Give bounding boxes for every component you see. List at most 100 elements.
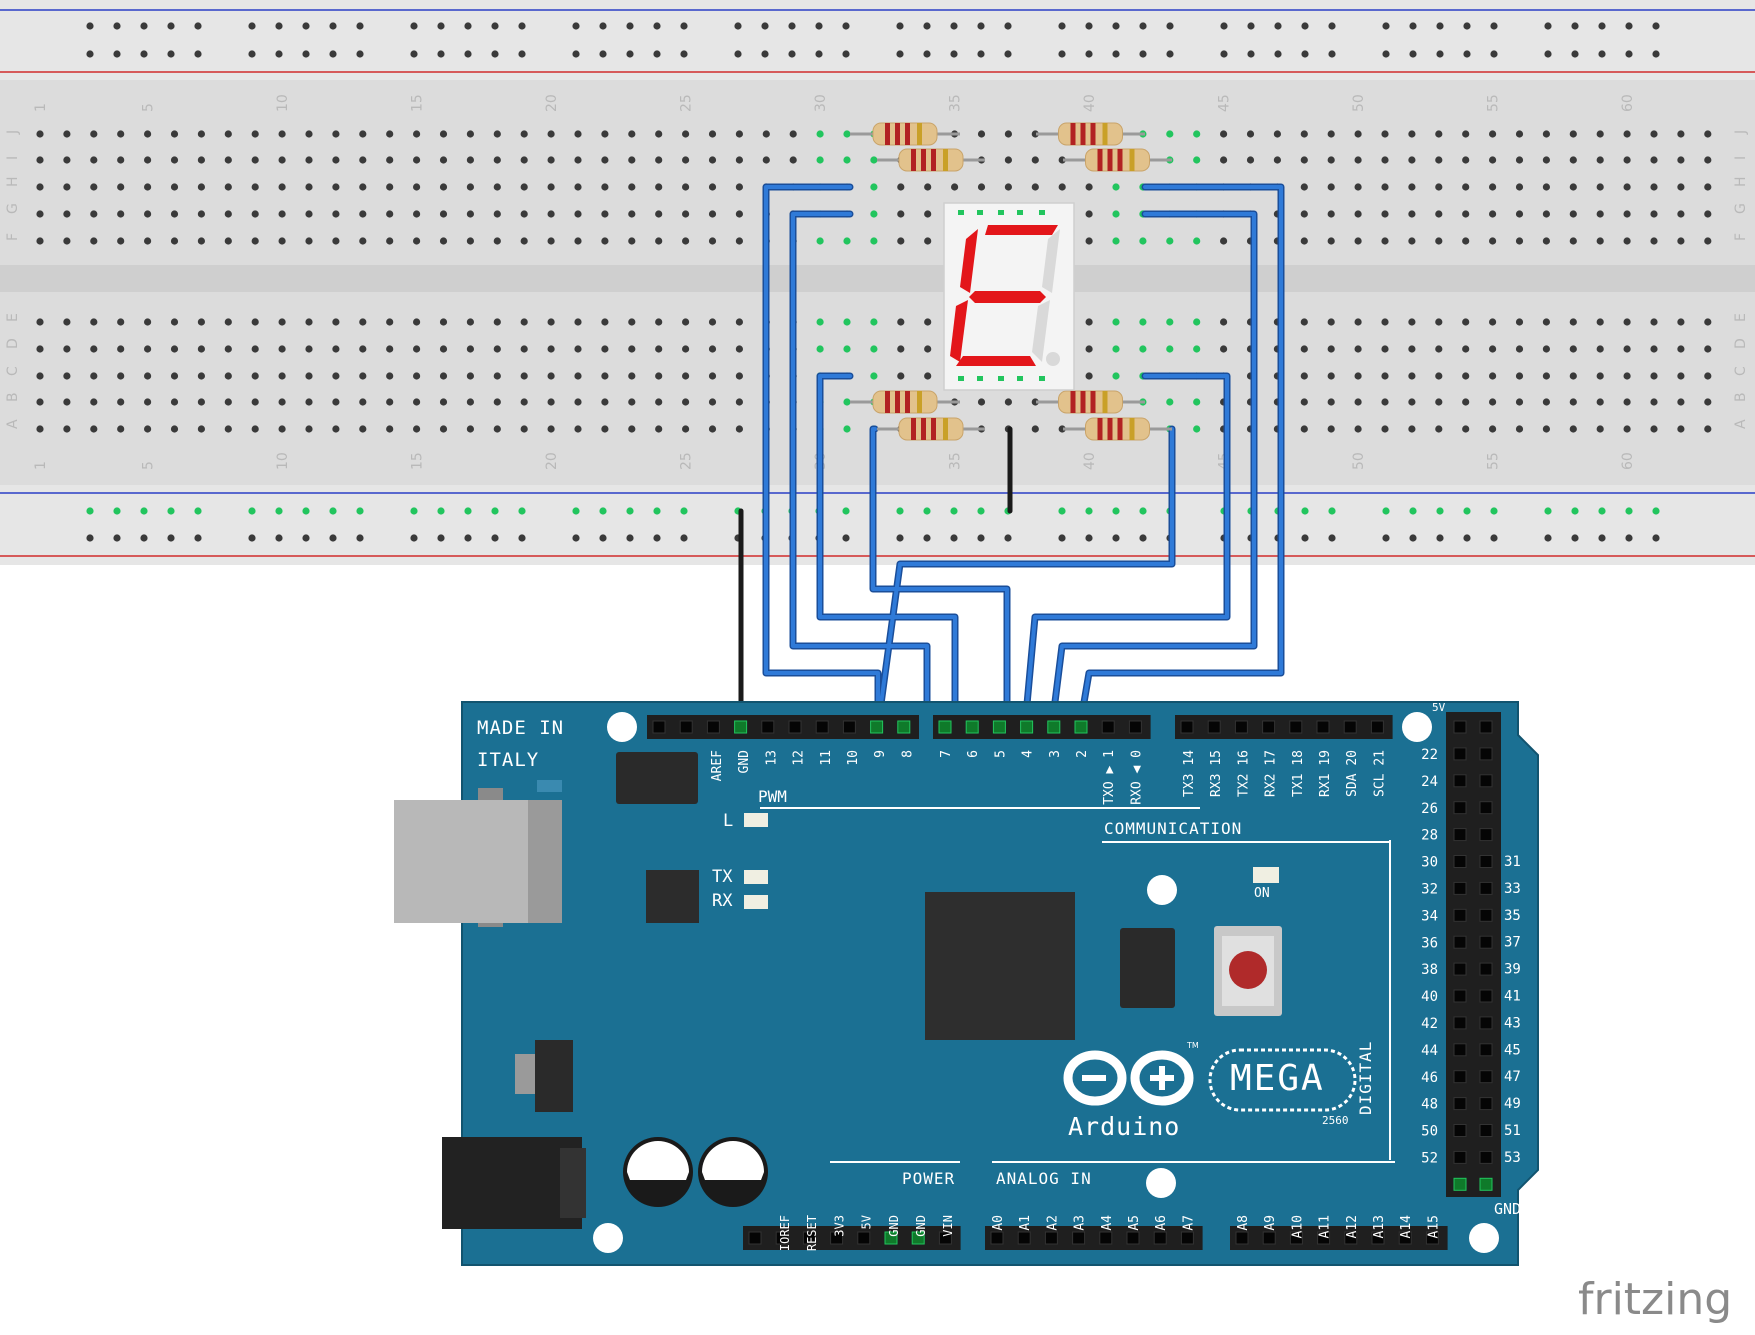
breadboard-hole <box>332 345 340 353</box>
row-letter: G <box>5 203 21 214</box>
header-pin <box>1207 720 1221 734</box>
rail-hole <box>437 507 445 515</box>
rail-hole <box>1571 507 1579 515</box>
rail-hole <box>302 534 310 542</box>
breadboard-hole <box>682 425 690 433</box>
pin-label: 32 <box>1421 882 1438 898</box>
pin-label: 4 <box>1021 750 1036 758</box>
breadboard-hole <box>117 345 125 353</box>
breadboard-hole <box>359 183 367 191</box>
column-number: 25 <box>679 94 695 112</box>
header-pin <box>938 720 952 734</box>
resistor-band <box>1117 149 1123 171</box>
breadboard-hole <box>655 183 663 191</box>
header-pin <box>992 720 1006 734</box>
breadboard-hole <box>816 237 824 245</box>
rail-hole <box>653 507 661 515</box>
header-pin <box>1453 747 1467 761</box>
rail-hole <box>1112 507 1120 515</box>
pin-label: RX1 19 <box>1318 750 1333 797</box>
breadboard-hole <box>386 210 394 218</box>
header-pin <box>1234 720 1248 734</box>
rail-hole <box>140 22 148 30</box>
header-pin <box>802 1231 816 1245</box>
header-pin <box>1343 720 1357 734</box>
mounting-hole <box>1146 1168 1176 1198</box>
breadboard-hole <box>708 372 717 380</box>
row-letter: H <box>1733 176 1749 187</box>
rail-hole <box>977 50 985 58</box>
breadboard-hole <box>870 156 878 164</box>
pin-label: 52 <box>1421 1151 1438 1167</box>
rail-hole <box>356 507 364 515</box>
breadboard-hole <box>1704 130 1712 138</box>
arduino-mega-board <box>394 701 1539 1266</box>
breadboard-hole <box>1596 398 1604 406</box>
header-pin <box>1425 1231 1439 1245</box>
rail-hole <box>815 22 823 30</box>
breadboard-hole <box>359 130 367 138</box>
pin-label: 49 <box>1504 1096 1521 1112</box>
breadboard-hole <box>708 183 717 191</box>
rail-hole <box>680 22 688 30</box>
pin-label: 11 <box>819 750 834 766</box>
breadboard-hole <box>843 345 851 353</box>
pin-label: 51 <box>1504 1123 1521 1139</box>
rail-hole <box>599 22 607 30</box>
rail-hole <box>113 534 121 542</box>
breadboard-hole <box>251 183 259 191</box>
rail-hole <box>302 507 310 515</box>
breadboard-hole <box>1542 345 1550 353</box>
breadboard-hole <box>1300 425 1308 433</box>
breadboard-hole <box>90 345 98 353</box>
breadboard-hole <box>601 372 609 380</box>
rail-hole <box>491 50 499 58</box>
display-pin <box>1017 210 1023 215</box>
breadboard-hole <box>924 345 932 353</box>
breadboard-hole <box>574 210 582 218</box>
breadboard-hole <box>1515 318 1524 326</box>
breadboard-hole <box>359 237 367 245</box>
breadboard-hole <box>197 372 205 380</box>
header-pin <box>1479 1016 1493 1030</box>
breadboard-hole <box>1623 156 1631 164</box>
breadboard-hole <box>1193 318 1201 326</box>
breadboard-hole <box>466 156 474 164</box>
pin-label: A3 <box>1073 1215 1088 1231</box>
resistor <box>1036 122 1145 146</box>
breadboard-hole <box>1650 156 1658 164</box>
rail-hole <box>1382 534 1390 542</box>
pin-label: A12 <box>1345 1215 1360 1238</box>
rail-hole <box>518 22 526 30</box>
pin-label: A1 <box>1018 1215 1033 1231</box>
breadboard-hole <box>708 318 717 326</box>
pin-label: 12 <box>792 750 807 766</box>
rail-hole <box>1625 507 1633 515</box>
breadboard-hole <box>493 130 501 138</box>
breadboard-hole <box>601 156 609 164</box>
header-pin <box>788 720 802 734</box>
reset-button[interactable] <box>1229 951 1267 989</box>
breadboard-hole <box>251 345 259 353</box>
breadboard-hole <box>63 398 71 406</box>
mounting-hole <box>1402 712 1432 742</box>
wires <box>738 183 1285 730</box>
breadboard-hole <box>735 237 744 245</box>
analog-in-label: ANALOG IN <box>996 1169 1092 1188</box>
wire-segment <box>1050 212 1256 728</box>
breadboard-hole <box>1300 345 1308 353</box>
rail-hole <box>167 534 175 542</box>
breadboard-hole <box>386 425 394 433</box>
breadboard-hole <box>1139 237 1147 245</box>
breadboard-hole <box>1058 156 1066 164</box>
breadboard-hole <box>1650 130 1658 138</box>
breadboard-hole <box>1704 237 1712 245</box>
segment-e <box>950 300 968 362</box>
breadboard-hole <box>332 210 340 218</box>
pin-label: A7 <box>1181 1215 1196 1231</box>
breadboard-hole <box>1085 345 1093 353</box>
breadboard-hole <box>170 156 179 164</box>
pin-label: A10 <box>1290 1215 1305 1238</box>
pin-label: GND <box>914 1215 928 1237</box>
row-letter: I <box>1733 156 1749 160</box>
